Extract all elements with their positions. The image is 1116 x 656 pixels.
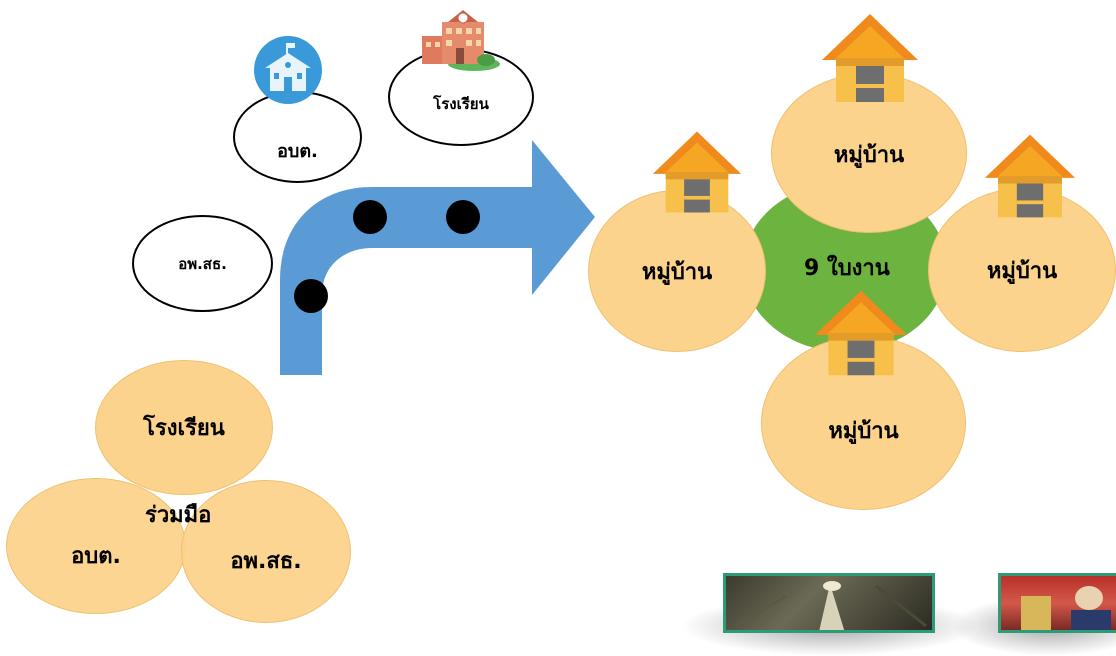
arrow-dot-2 (353, 200, 387, 234)
house-icon (652, 131, 742, 213)
house-icon (814, 290, 908, 376)
venn-center-label: ร่วมมือ (145, 503, 212, 528)
school-icon (422, 10, 500, 71)
cluster-center-label: 9 ใบงาน (804, 256, 890, 281)
village-right-label: หมู่บ้าน (986, 258, 1058, 284)
circle-abt: อบต. (233, 91, 362, 183)
house-icon (822, 14, 918, 102)
arrow-dot-1 (294, 279, 328, 313)
village-left: หมู่บ้าน (588, 190, 766, 352)
venn-school: โรงเรียน (95, 360, 273, 495)
circle-school-label: โรงเรียน (433, 95, 489, 113)
village-top-label: หมู่บ้าน (833, 142, 905, 168)
circle-aws-label: อพ.สธ. (178, 254, 227, 273)
arrow-shape (280, 140, 595, 375)
photo-right (998, 573, 1116, 633)
photo-right-image (1021, 586, 1111, 630)
photo-left (723, 573, 935, 633)
village-bottom-label: หมู่บ้าน (828, 418, 899, 444)
village-left-label: หมู่บ้าน (641, 259, 713, 285)
curved-arrow (280, 140, 595, 375)
circle-school: โรงเรียน (388, 48, 534, 146)
venn-abt-label: อบต. (71, 543, 121, 569)
venn-aws-label: อพ.สธ. (230, 549, 302, 574)
venn-aws: อพ.สธ. (181, 480, 351, 623)
photo-left-image (735, 581, 927, 630)
school-building-icon (254, 36, 322, 104)
house-icon (984, 134, 1076, 218)
circle-abt-label: อบต. (277, 140, 318, 162)
circle-aws: อพ.สธ. (132, 215, 273, 312)
venn-school-label: โรงเรียน (143, 416, 225, 441)
venn-abt: อบต. (6, 478, 186, 614)
arrow-dot-3 (446, 200, 480, 234)
